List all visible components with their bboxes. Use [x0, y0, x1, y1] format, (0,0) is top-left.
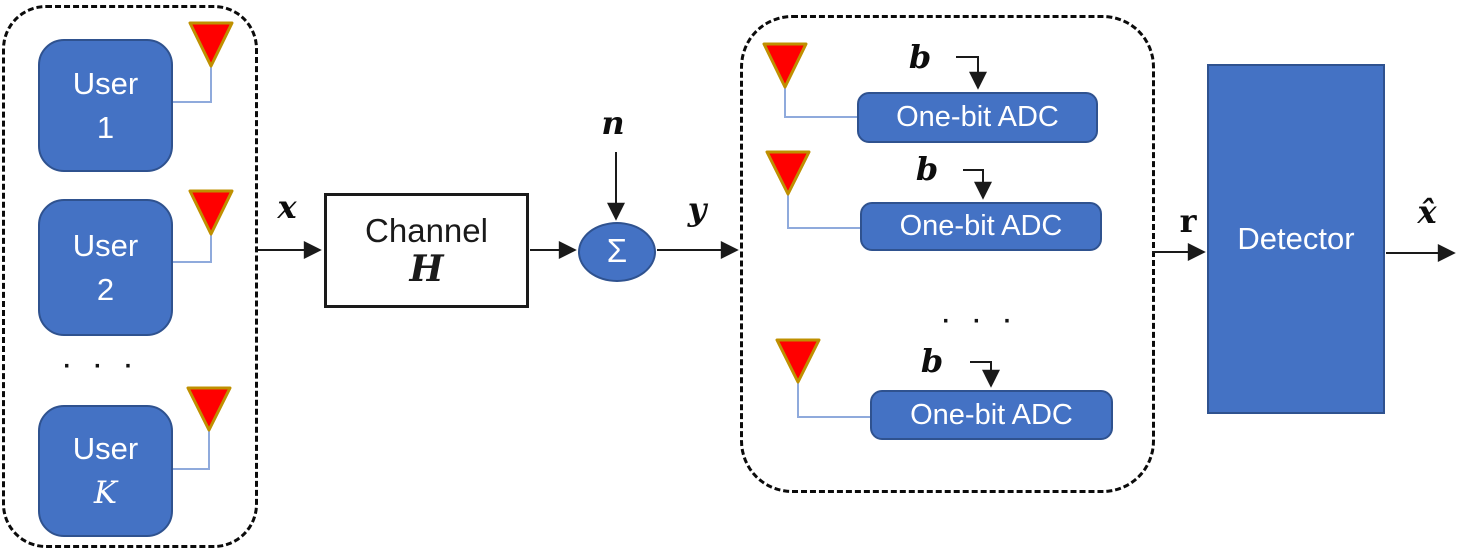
signal-label-x: x — [277, 188, 297, 226]
detector-box: Detector — [1207, 64, 1385, 414]
user-k-box: User K — [38, 405, 173, 537]
signal-label-x-hat: x̂ — [1417, 193, 1437, 231]
signal-label-b1: b — [908, 38, 932, 76]
user-2-index: 2 — [96, 271, 115, 307]
user-k-label: User — [72, 431, 139, 466]
adc-2-box: One-bit ADC — [860, 202, 1102, 251]
adc-1-label: One-bit ADC — [896, 101, 1059, 133]
detector-label: Detector — [1237, 221, 1355, 256]
user-2-label: User — [72, 227, 139, 263]
channel-symbol: H — [409, 247, 444, 290]
adc-3-box: One-bit ADC — [870, 390, 1113, 440]
signal-label-n: n — [601, 104, 625, 142]
user-1-box: User 1 — [38, 39, 173, 172]
channel-box: Channel H — [324, 193, 529, 308]
adc-2-label: One-bit ADC — [899, 210, 1063, 242]
rx-antennas-group — [740, 15, 1155, 493]
channel-label: Channel — [365, 211, 488, 249]
sum-symbol: Σ — [606, 231, 628, 269]
signal-label-y: y — [687, 190, 707, 228]
adc-3-label: One-bit ADC — [910, 398, 1073, 431]
sum-node: Σ — [578, 222, 656, 282]
signal-label-b3: b — [920, 342, 944, 380]
user-1-label: User — [72, 65, 139, 101]
adc-1-box: One-bit ADC — [857, 92, 1098, 143]
user-2-box: User 2 — [38, 199, 173, 336]
user-1-index: 1 — [96, 109, 115, 145]
signal-label-r: r — [1179, 202, 1197, 240]
adc-ellipsis: · · · — [942, 308, 1020, 335]
tx-users-group — [2, 5, 258, 548]
users-ellipsis: · · · — [63, 353, 141, 380]
user-k-index: K — [93, 475, 118, 511]
signal-label-b2: b — [915, 150, 939, 188]
